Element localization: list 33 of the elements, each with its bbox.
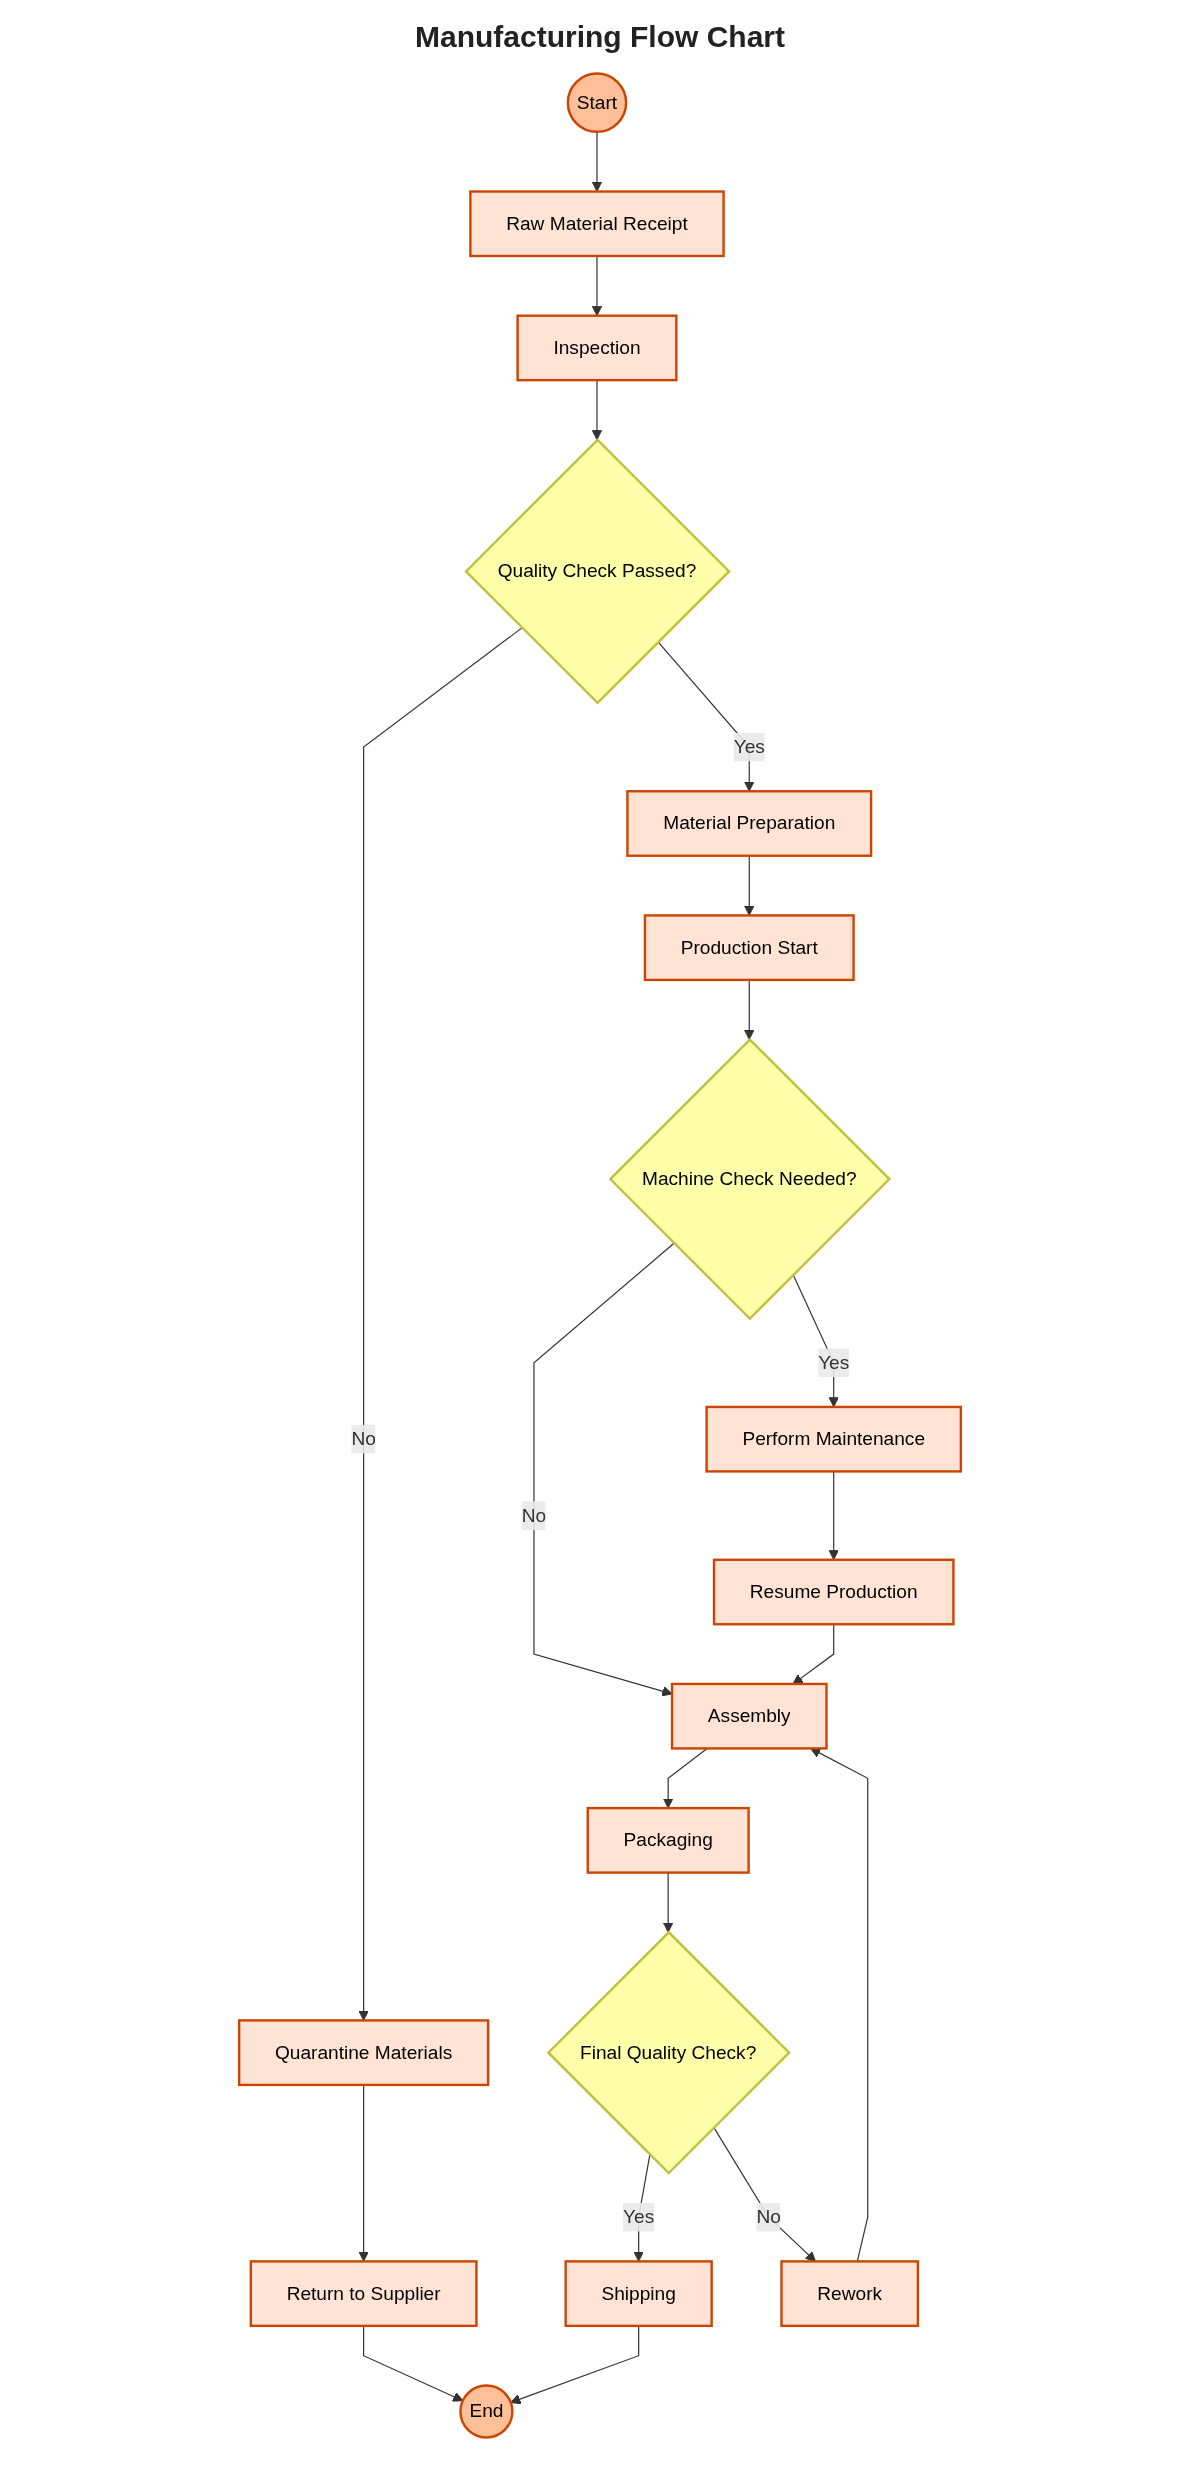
node-box: Packaging: [586, 1806, 750, 1874]
arrow: [744, 979, 755, 1041]
arrow: [744, 855, 755, 916]
edge-label: Yes: [623, 2206, 655, 2227]
arrow: [510, 2325, 640, 2405]
chart-title: Manufacturing Flow Chart: [414, 20, 786, 54]
edge-label: No: [521, 1504, 547, 1526]
edge-label: No: [756, 2206, 781, 2227]
node-box: Return to Supplier: [249, 2260, 478, 2328]
node-box: Quarantine Materials: [237, 2019, 490, 2087]
node-box: Raw Material Receipt: [469, 190, 725, 258]
node-diamond: Machine Check Needed?: [608, 1037, 892, 1321]
edge-label: Yes: [818, 1352, 850, 1373]
arrow: [533, 1242, 675, 1697]
arrow: [358, 2084, 369, 2262]
arrow: [358, 627, 523, 2021]
edge-label: No: [351, 1428, 376, 1449]
node-circle: Start: [566, 72, 628, 133]
node-box: Assembly: [670, 1682, 828, 1750]
node-box: Material Preparation: [626, 790, 873, 857]
arrow: [363, 2325, 464, 2402]
node-circle: End: [459, 2384, 514, 2439]
node-box: Inspection: [516, 314, 678, 382]
node-box: Shipping: [564, 2260, 713, 2328]
node-diamond: Quality Check Passed?: [464, 438, 731, 705]
node-box: Perform Maintenance: [705, 1405, 963, 1473]
node-diamond: Final Quality Check?: [546, 1930, 791, 2175]
node-box: Resume Production: [712, 1558, 955, 1626]
node-box: Production Start: [643, 914, 855, 982]
arrow: [591, 131, 603, 192]
arrow: [662, 1872, 674, 1933]
node-box: Rework: [780, 2260, 920, 2328]
edge-label: Yes: [733, 736, 765, 757]
